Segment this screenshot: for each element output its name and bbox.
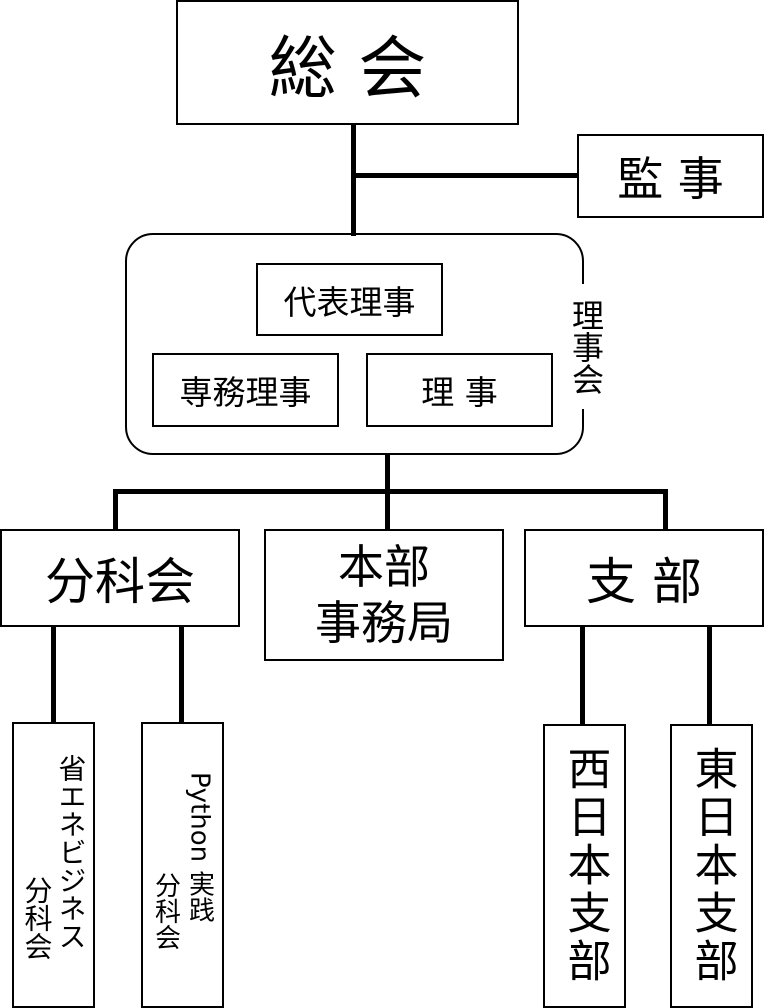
energy-saving-line-1: 省エネビジネス <box>54 754 88 950</box>
east-japan-branch-label: 東日本支部 <box>686 746 738 986</box>
managing-director-box: 専務理事 <box>152 353 339 427</box>
board-label: 理事会 <box>566 284 606 409</box>
general-assembly-label: 総 会 <box>268 30 427 109</box>
hq-office-line-1: 本部 <box>338 540 430 594</box>
energy-saving-line-2: 分科会 <box>20 876 54 960</box>
python-line-2: 分科会 <box>150 872 181 950</box>
auditor-box: 監 事 <box>577 134 764 218</box>
west-japan-branch-box: 西日本支部 <box>543 724 626 1008</box>
connector-east <box>707 625 712 726</box>
connector-python <box>179 625 184 724</box>
python-line-1: Python 実践 <box>184 771 215 923</box>
director-box: 理 事 <box>366 353 553 427</box>
connector-horizontal-bus <box>113 489 668 494</box>
subcommittee-box: 分科会 <box>0 529 240 627</box>
east-japan-branch-box: 東日本支部 <box>670 724 753 1008</box>
connector-west <box>580 625 585 726</box>
connector-auditor <box>351 173 579 178</box>
subcommittee-label: 分科会 <box>45 553 195 611</box>
connector-energy-saving <box>51 625 56 724</box>
hq-office-line-2: 事務局 <box>315 596 453 650</box>
energy-saving-subcommittee-box: 省エネビジネス 分科会 <box>12 722 95 1008</box>
connector-hq-office <box>385 489 390 531</box>
branch-label: 支 部 <box>586 553 702 611</box>
director-label: 理 事 <box>421 373 498 412</box>
hq-office-box: 本部 事務局 <box>264 529 504 661</box>
connector-assembly-board <box>351 124 356 236</box>
west-japan-branch-label: 西日本支部 <box>559 746 611 986</box>
branch-box: 支 部 <box>524 529 764 627</box>
connector-board-down <box>385 455 390 493</box>
connector-subcommittee <box>113 489 118 531</box>
python-subcommittee-box: Python 実践 分科会 <box>141 722 224 1008</box>
managing-director-label: 専務理事 <box>179 373 312 412</box>
general-assembly-box: 総 会 <box>176 0 519 125</box>
auditor-label: 監 事 <box>617 152 724 206</box>
connector-branch <box>663 489 668 531</box>
representative-director-box: 代表理事 <box>256 263 443 336</box>
representative-director-label: 代表理事 <box>283 282 416 322</box>
